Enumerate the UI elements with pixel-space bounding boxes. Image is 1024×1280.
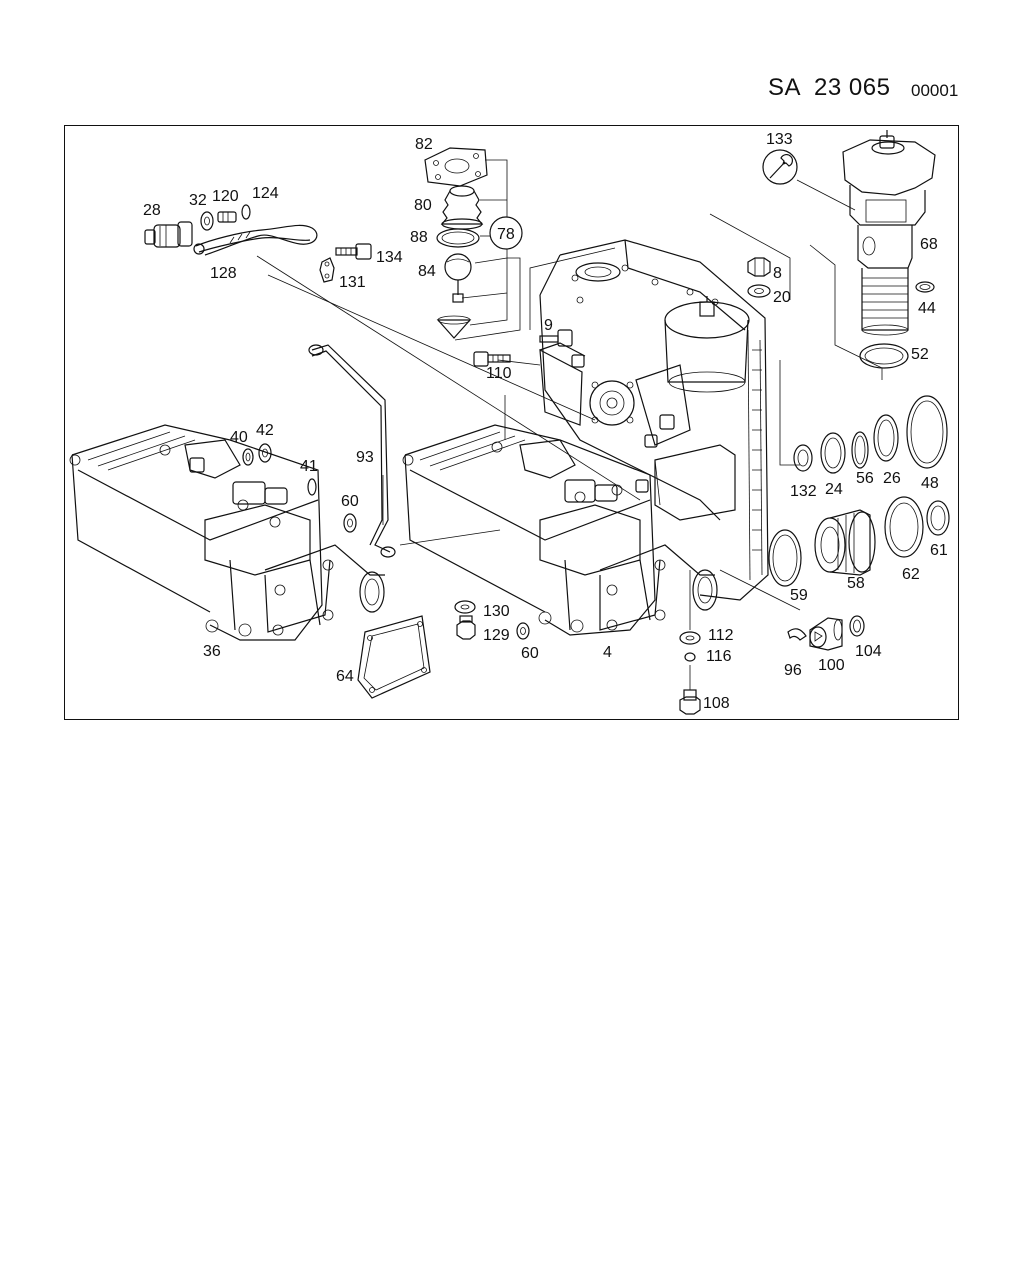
washer-20: [747, 284, 771, 298]
part-label: 112: [708, 627, 734, 644]
part-label: 8: [773, 265, 782, 282]
part-label: 20: [773, 289, 791, 306]
oil-pan-housing-36: [69, 424, 385, 641]
part-label: 104: [855, 643, 882, 660]
washer-42: [258, 443, 272, 463]
flange-100: [809, 617, 843, 651]
ring-61: [926, 500, 950, 536]
part-label: 44: [918, 300, 936, 317]
part-label: 116: [706, 648, 732, 665]
washer-130: [454, 600, 476, 614]
part-label: 84: [418, 263, 436, 280]
part-label: 130: [483, 603, 510, 620]
part-label: 82: [415, 136, 433, 153]
drawing-code: SA 23 065: [768, 74, 891, 101]
plug-8: [747, 257, 771, 277]
part-label: 36: [203, 643, 221, 660]
part-label: 58: [847, 575, 865, 592]
washer-60-left: [343, 513, 357, 533]
part-label: 42: [256, 422, 274, 439]
part-label: 48: [921, 475, 939, 492]
pipe-93: [308, 344, 396, 558]
ring-26: [873, 414, 899, 462]
part-label: 60: [341, 493, 359, 510]
part-label: 40: [230, 429, 248, 446]
part-label: 131: [339, 274, 366, 291]
plug-129: [456, 615, 476, 640]
bolt-120: [217, 211, 237, 223]
ring-41: [307, 478, 317, 496]
ring-132: [793, 444, 813, 472]
ring-112: [679, 631, 701, 645]
part-label: 93: [356, 449, 374, 466]
washer-32: [200, 211, 214, 231]
ring-56: [851, 431, 869, 469]
valve-assembly-68: [842, 130, 936, 336]
part-label: 4: [603, 644, 612, 661]
part-label: 56: [856, 470, 874, 487]
clip-131: [319, 257, 335, 283]
part-label: 134: [376, 249, 403, 266]
ball-84: [436, 253, 472, 339]
part-label: 64: [336, 668, 354, 685]
part-label: 124: [252, 185, 279, 202]
ring-24: [820, 432, 846, 474]
circled-part-label: 78: [497, 226, 515, 243]
part-label: 120: [212, 188, 239, 205]
main-transmission-casing: [473, 239, 769, 601]
part-label: 9: [544, 317, 553, 334]
part-labels: 82 80 88 78 84 28 32 120 124 128 134 131…: [143, 131, 948, 712]
ring-44: [915, 281, 935, 293]
part-label: 68: [920, 236, 938, 253]
sheet-number: 00001: [911, 81, 959, 100]
part-label: 88: [410, 229, 428, 246]
part-label: 80: [414, 197, 432, 214]
boot-80: [440, 185, 484, 230]
ring-116: [684, 652, 696, 662]
washer-40: [242, 448, 254, 466]
part-label: 26: [883, 470, 901, 487]
seal-ring-59: [768, 529, 802, 587]
part-label: 96: [784, 662, 802, 679]
ring-104: [849, 615, 865, 637]
circled-part-78: 78: [489, 216, 523, 250]
wrench-symbol-133: [762, 149, 798, 185]
part-label: 60: [521, 645, 539, 662]
seal-ring-52: [859, 343, 909, 369]
seal-ring-48: [906, 395, 948, 469]
part-label: 108: [703, 695, 730, 712]
part-label: 128: [210, 265, 237, 282]
diagram-frame: [64, 125, 959, 720]
part-label: 133: [766, 131, 793, 148]
part-label: 59: [790, 587, 808, 604]
part-label: 41: [300, 458, 318, 475]
gasket-64: [357, 615, 431, 699]
part-label: 24: [825, 481, 843, 498]
harness-128: [193, 224, 318, 256]
ring-124: [241, 204, 251, 220]
seal-ring-62: [884, 496, 924, 558]
part-label: 52: [911, 346, 929, 363]
part-label: 62: [902, 566, 920, 583]
oil-pan-housing-4: [402, 424, 718, 636]
part-label: 110: [486, 365, 512, 382]
part-label: 32: [189, 192, 207, 209]
bolt-134: [335, 243, 372, 260]
washer-60-bottom: [516, 622, 530, 640]
part-label: 129: [483, 627, 510, 644]
clip-96: [787, 628, 807, 641]
sensor-28: [144, 221, 193, 248]
part-label: 100: [818, 657, 845, 674]
sleeve-58: [814, 509, 876, 576]
gasket-82: [424, 147, 488, 187]
wrench-icon: [769, 154, 793, 179]
part-label: 61: [930, 542, 948, 559]
plug-108: [679, 689, 701, 715]
seal-88: [436, 228, 480, 248]
part-label: 132: [790, 483, 817, 500]
part-label: 28: [143, 202, 161, 219]
